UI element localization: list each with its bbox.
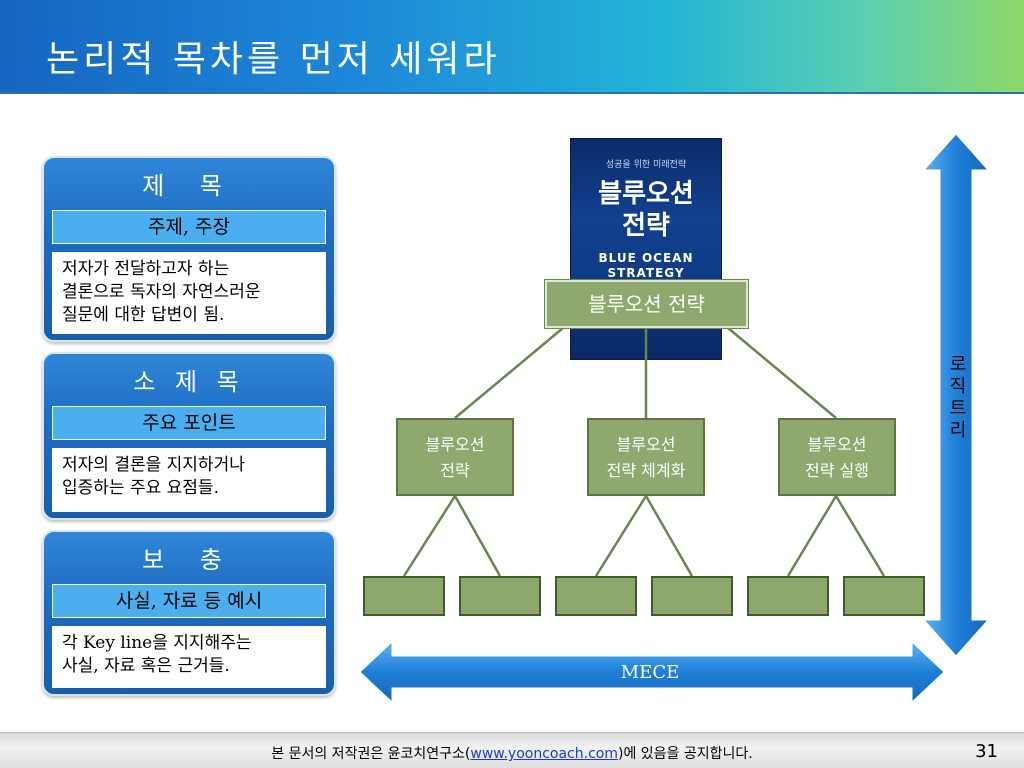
tree-child-node: 블루오션 전략 [396,418,514,496]
tree-leaf-node [555,576,637,616]
website-link[interactable]: www.yooncoach.com [470,746,618,762]
footer-bar: 본 문서의 저작권은 윤코치연구소(www.yooncoach.com)에 있음… [0,732,1024,768]
node-label-line: 전략 체계화 [606,461,686,480]
panel-description-line: 저자의 결론을 지지하거나 [62,455,245,475]
copyright-notice: 본 문서의 저작권은 윤코치연구소(www.yooncoach.com)에 있음… [0,743,1024,763]
panel-supplement: 보 충 사실, 자료 등 예시 각 Key line을 지지해주는 사실, 자료… [42,530,336,696]
tree-leaf-node [459,576,541,616]
panel-heading: 보 충 [142,546,236,574]
book-cover-english-title: BLUE OCEAN [598,251,694,265]
tree-child-node: 블루오션 전략 실행 [778,418,896,496]
panel-description-line: 질문에 대한 답변이 됨. [62,305,225,325]
node-label-line: 블루오션 [425,435,485,454]
logic-tree-label: 로 직 트 리 [944,354,972,442]
book-cover-english-title: STRATEGY [607,266,685,280]
tree-leaf-node [843,576,925,616]
title-bar: 논리적 목차를 먼저 세워라 [0,0,1024,94]
panel-description-line: 각 Key line을 지지해주는 [62,633,252,653]
connector-line [727,327,837,419]
book-cover-subtitle: 성공을 위한 미래전략 [605,160,687,170]
panel-description-line: 저자가 전달하고자 하는 [62,259,230,279]
logic-tree-label-char: 로 [949,354,967,375]
panel-subheading: 주제, 주장 [52,210,326,244]
panel-description: 각 Key line을 지지해주는 사실, 자료 혹은 근거들. [52,626,326,688]
panel-title: 제 목 주제, 주장 저자가 전달하고자 하는 결론으로 독자의 자연스러운 질… [42,156,336,342]
book-cover-title: 블루오션 [598,179,694,209]
tree-child-node: 블루오션 전략 체계화 [587,418,705,496]
tree-root-node: 블루오션 전략 [544,279,749,329]
node-label-line: 블루오션 [807,435,867,454]
panel-subheading: 사실, 자료 등 예시 [52,584,326,618]
connector-line [453,495,502,577]
panel-subheading: 주요 포인트 [52,406,326,440]
connector-line [834,495,886,577]
copyright-text: 본 문서의 저작권은 윤코치연구소( [271,746,471,762]
panel-subtitle: 소 제 목 주요 포인트 저자의 결론을 지지하거나 입증하는 주요 요점들. [42,352,336,520]
panel-heading: 제 목 [142,172,236,200]
mece-label: MECE [620,662,680,683]
logic-tree-label-char: 리 [949,420,967,441]
node-label-line: 블루오션 [616,435,676,454]
page-number: 31 [975,741,998,762]
connector-line [454,327,564,419]
logic-tree-label-char: 직 [949,376,967,397]
panel-description: 저자의 결론을 지지하거나 입증하는 주요 요점들. [52,448,326,512]
node-label-line: 전략 [440,461,470,480]
connector-line [786,495,838,577]
tree-leaf-node [651,576,733,616]
copyright-text: )에 있음을 공지합니다. [617,746,753,762]
tree-leaf-node [747,576,829,616]
logic-tree-label-char: 트 [949,398,967,419]
connector-line [594,495,648,577]
page-title: 논리적 목차를 먼저 세워라 [46,39,501,80]
panel-description-line: 사실, 자료 혹은 근거들. [62,656,230,676]
connector-line [402,495,457,577]
connector-line [644,495,694,577]
panel-description-line: 결론으로 독자의 자연스러운 [62,282,261,302]
book-cover-title: 전략 [622,211,670,241]
tree-leaf-node [363,576,445,616]
panel-description: 저자가 전달하고자 하는 결론으로 독자의 자연스러운 질문에 대한 답변이 됨… [52,252,326,334]
panel-heading: 소 제 목 [133,368,245,396]
panel-description-line: 입증하는 주요 요점들. [62,478,219,498]
node-label-line: 전략 실행 [805,461,869,480]
